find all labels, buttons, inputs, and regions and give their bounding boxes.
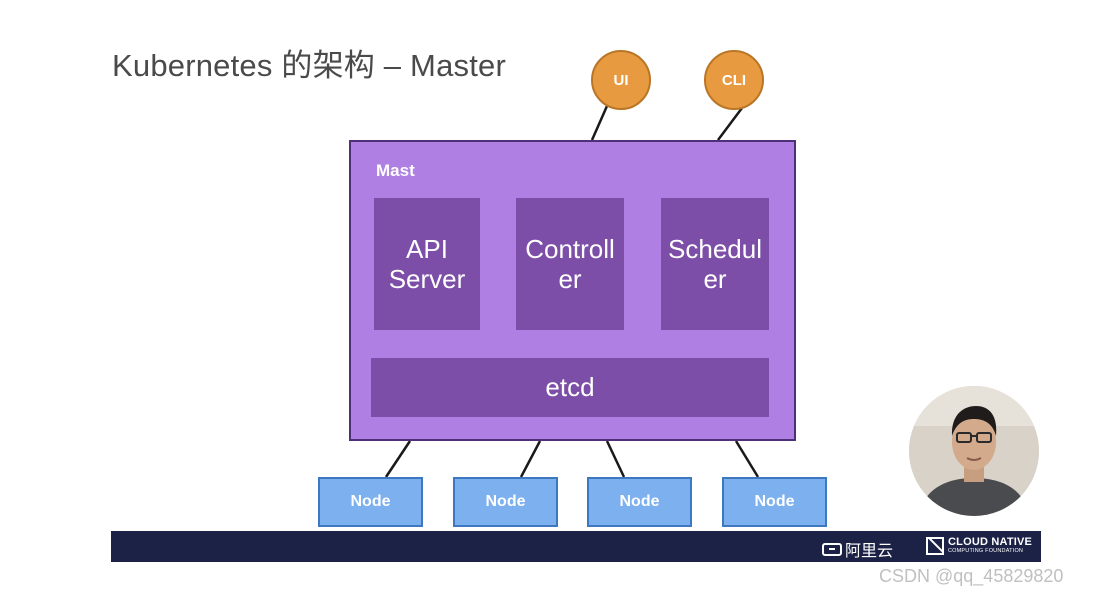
- client-ui-label: UI: [613, 71, 629, 89]
- master-label: Mast: [376, 161, 415, 180]
- aliyun-logo-icon: [822, 542, 842, 556]
- node-4-label: Node: [754, 493, 795, 510]
- title-prefix: Kubernetes: [112, 48, 282, 83]
- title-cjk: 的架构: [281, 48, 375, 84]
- csdn-watermark: CSDN @qq_45829820: [879, 566, 1064, 586]
- client-cli-label: CLI: [721, 71, 747, 89]
- slide-title: Kubernetes 的架构 – Master: [112, 40, 506, 85]
- cncf-logo-line2: COMPUTING FOUNDATION: [948, 548, 1024, 555]
- title-suffix: – Master: [374, 48, 506, 83]
- node-2-label: Node: [485, 493, 526, 510]
- connector-master-node-3: [605, 440, 626, 478]
- component-controller-line2: er: [558, 264, 582, 294]
- etcd-label: etcd: [545, 372, 595, 402]
- connector-master-node-1: [384, 440, 412, 478]
- etcd-box: etcd: [371, 358, 769, 417]
- node-2: Node: [453, 477, 558, 527]
- master-box: Mast API Server Controll er Schedul er e…: [349, 140, 796, 441]
- aliyun-logo-text: 阿里云: [845, 541, 894, 560]
- component-scheduler-line1: Schedul: [668, 234, 762, 264]
- cncf-logo-icon: [926, 537, 944, 555]
- client-cli: CLI: [704, 50, 764, 110]
- presenter-portrait-icon: [909, 386, 1039, 516]
- client-ui: UI: [591, 50, 651, 110]
- aliyun-logo: 阿里云: [822, 537, 893, 561]
- component-api-server-line1: API: [406, 234, 448, 264]
- component-api-server-line2: Server: [388, 264, 466, 294]
- connector-ui-master: [590, 105, 609, 141]
- component-scheduler-line2: er: [703, 264, 727, 294]
- node-3-label: Node: [619, 493, 660, 510]
- node-1: Node: [318, 477, 423, 527]
- component-scheduler: Schedul er: [661, 198, 769, 330]
- component-controller-line1: Controll: [525, 234, 615, 264]
- cncf-logo-line1: CLOUD NATIVE: [948, 536, 1033, 549]
- node-1-label: Node: [350, 493, 391, 510]
- presenter-video-avatar: [909, 386, 1039, 516]
- node-3: Node: [587, 477, 692, 527]
- connector-cli-master: [717, 107, 743, 141]
- cncf-logo: CLOUD NATIVE COMPUTING FOUNDATION: [926, 537, 1032, 555]
- footer-bar: [111, 531, 1041, 562]
- component-api-server: API Server: [374, 198, 480, 330]
- component-controller: Controll er: [516, 198, 624, 330]
- node-4: Node: [722, 477, 827, 527]
- connector-master-node-2: [519, 440, 542, 478]
- connector-master-node-4: [734, 440, 760, 478]
